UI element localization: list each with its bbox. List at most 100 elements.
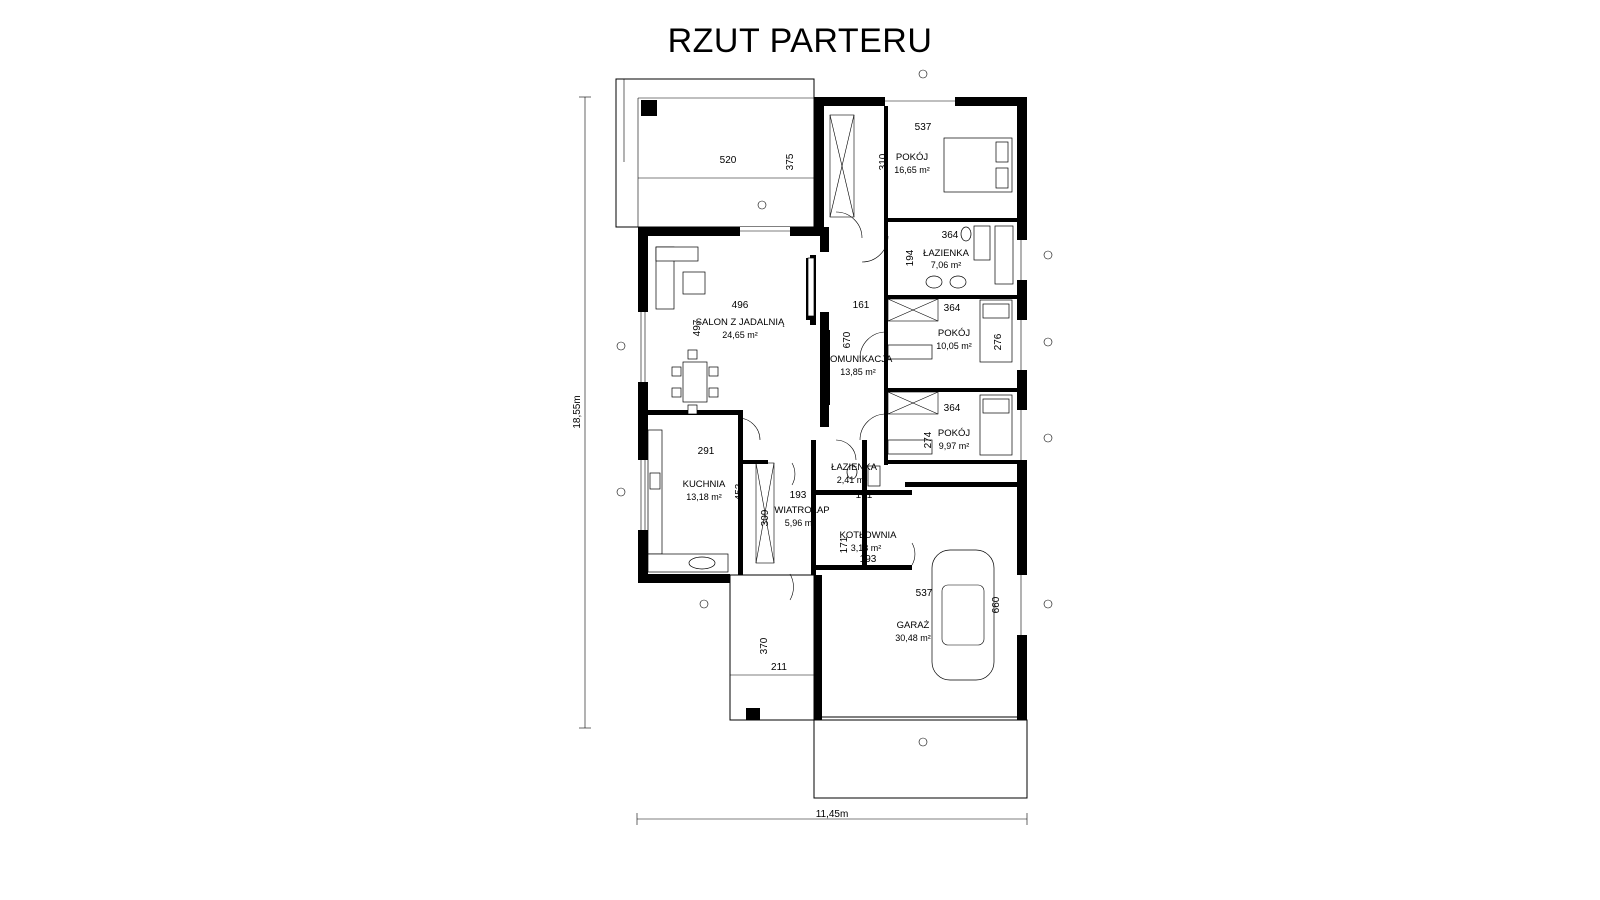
sofa: [655, 246, 699, 262]
room-area: 9,97 m²: [939, 441, 970, 451]
kitchen-counter: [647, 553, 729, 573]
door-swing: [789, 573, 794, 601]
wall: [884, 295, 1017, 299]
wardrobe: [887, 391, 939, 415]
dimension-label: 161: [856, 490, 873, 501]
opening: [820, 252, 829, 312]
dimension-label: 660: [991, 596, 1002, 613]
wardrobe: [829, 114, 855, 218]
sink: [949, 275, 967, 289]
wall: [884, 295, 888, 465]
door-swing: [835, 439, 857, 461]
dimension-label: 291: [698, 446, 715, 457]
detail-marker: [699, 599, 709, 609]
pillow: [982, 398, 1010, 414]
wall: [905, 482, 1017, 487]
desk: [887, 344, 933, 360]
dimension-label: 193: [860, 554, 877, 565]
wall: [638, 574, 730, 583]
wall: [862, 440, 867, 565]
shower: [973, 225, 991, 261]
detail-marker: [918, 737, 928, 747]
porch-outline: [729, 574, 815, 721]
room-area: 13,85 m²: [840, 367, 876, 377]
door-swing: [737, 417, 761, 441]
overall-width-label: 11,45m: [816, 809, 849, 820]
room-name: POKÓJ: [938, 328, 970, 339]
room-name: POKÓJ: [896, 152, 928, 163]
desk: [887, 439, 933, 455]
pillow: [995, 167, 1009, 189]
porch-column: [746, 708, 760, 720]
chair: [671, 366, 682, 377]
room-area: 5,96 m²: [785, 518, 816, 528]
room-name: ŁAZIENKA: [923, 248, 970, 259]
dimension-label: 309: [760, 509, 771, 526]
kitchen-counter: [647, 429, 663, 555]
toilet: [960, 226, 972, 242]
toilet: [846, 464, 858, 480]
wall: [820, 227, 829, 427]
tv-cabinet: [807, 257, 815, 317]
dining-table: [682, 361, 708, 403]
wall: [814, 575, 822, 720]
dimension-label: 537: [915, 122, 932, 133]
wardrobe: [829, 114, 855, 218]
window-gap: [638, 460, 648, 530]
wardrobe: [887, 298, 939, 322]
dimension-label: 171: [839, 536, 850, 553]
room-name: GARAŻ: [897, 620, 930, 631]
wall: [738, 410, 743, 575]
window-gap: [1017, 410, 1027, 460]
wall: [816, 565, 912, 570]
room-area: 2,41 m²: [837, 475, 868, 485]
dimension-label: 520: [720, 155, 737, 166]
detail-marker: [918, 69, 928, 79]
dimension-label: 310: [878, 153, 889, 170]
wall: [1017, 97, 1027, 482]
dimension-label: 364: [944, 403, 961, 414]
door-swing: [835, 211, 863, 239]
wall: [884, 388, 1017, 392]
terrace-column: [641, 100, 657, 116]
wall: [638, 227, 820, 236]
door-swing: [911, 542, 916, 566]
wall: [884, 460, 1017, 464]
wardrobe: [887, 298, 939, 322]
window-gap: [885, 97, 955, 106]
room-area: 30,48 m²: [895, 633, 931, 643]
room-name: WIATROŁAP: [774, 505, 829, 516]
overall-height-label: 18,55m: [572, 395, 583, 428]
wall: [814, 97, 824, 232]
room-area: 13,18 m²: [686, 492, 722, 502]
bathtub: [994, 225, 1014, 285]
dimension-label: 496: [732, 300, 749, 311]
wall: [822, 330, 830, 405]
room-area: 3,13 m²: [851, 543, 882, 553]
dimension-label: 193: [790, 490, 807, 501]
room-area: 10,05 m²: [936, 341, 972, 351]
car: [931, 549, 995, 681]
detail-marker: [1043, 337, 1053, 347]
pillow: [995, 141, 1009, 163]
chair: [687, 404, 698, 415]
dimension-label: 274: [923, 431, 934, 448]
window-gap: [1017, 240, 1027, 280]
detail-marker: [616, 341, 626, 351]
chair: [708, 387, 719, 398]
dimension-label: 194: [905, 249, 916, 266]
detail-marker: [1043, 250, 1053, 260]
wardrobe: [887, 391, 939, 415]
room-name: KOTŁOWNIA: [839, 530, 897, 541]
room-area: 7,06 m²: [931, 260, 962, 270]
window-gap: [1017, 320, 1027, 370]
chair: [708, 366, 719, 377]
door-swing: [791, 462, 796, 486]
chair: [687, 349, 698, 360]
dimension-label: 364: [942, 230, 959, 241]
coffee-table: [682, 271, 706, 295]
wall: [811, 440, 816, 575]
room-name: POKÓJ: [938, 428, 970, 439]
detail-marker: [757, 200, 767, 210]
